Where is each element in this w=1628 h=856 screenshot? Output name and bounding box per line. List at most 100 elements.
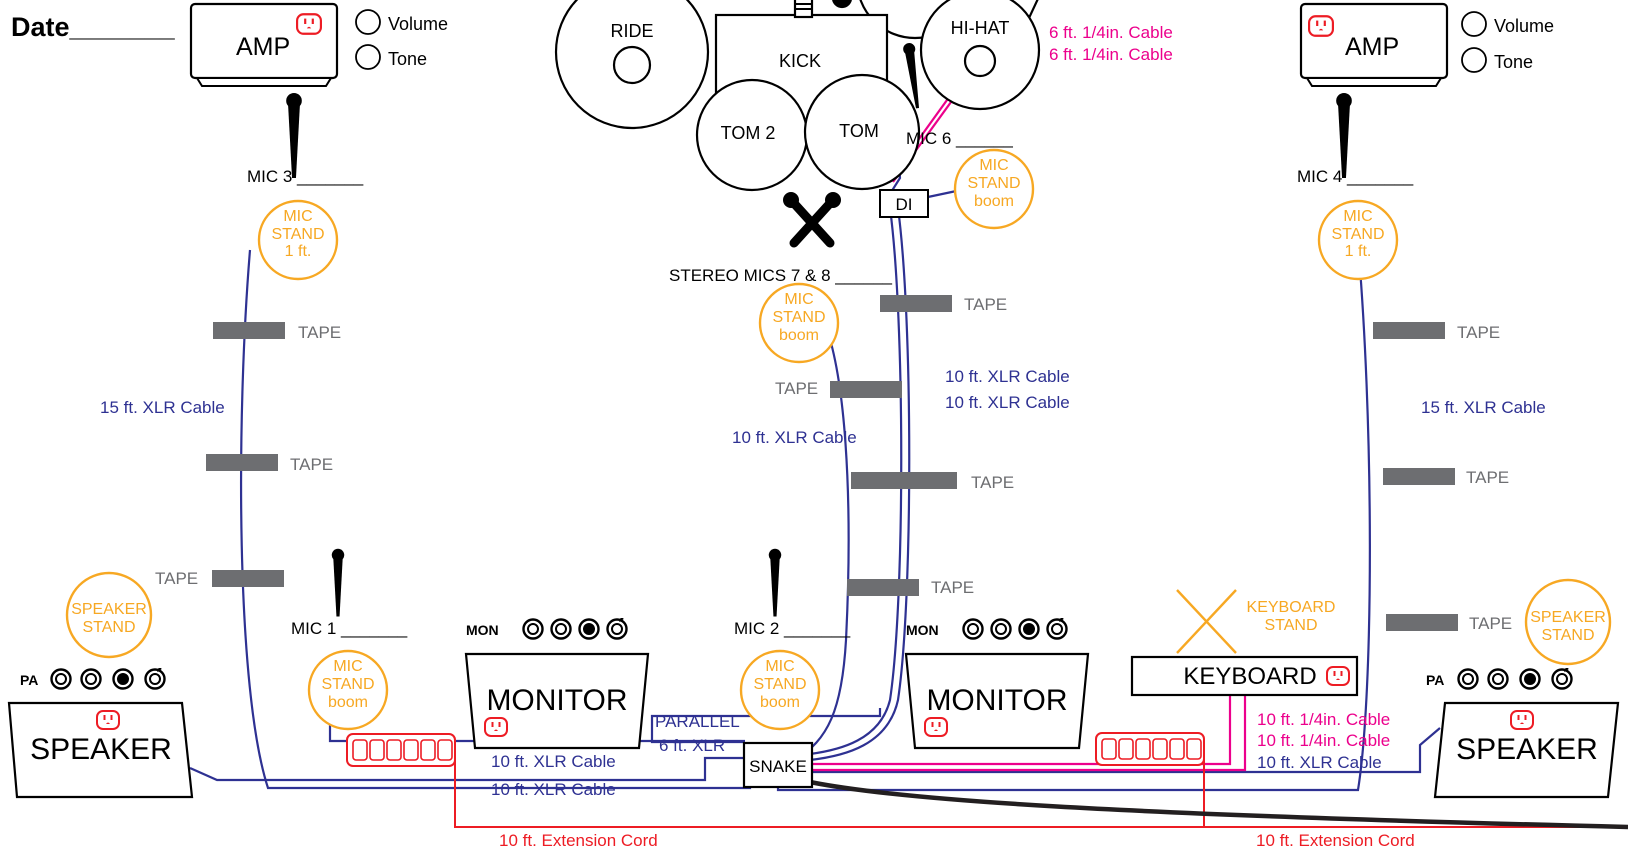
drum-kit	[554, 0, 1053, 192]
tape-label: TAPE	[290, 455, 333, 474]
stand-stand-text: STAND	[753, 676, 806, 693]
knob-icon	[1046, 618, 1068, 640]
knob-icon	[1519, 668, 1541, 690]
knob-icon	[990, 618, 1012, 640]
kick-label: KICK	[779, 51, 821, 71]
mic-3-label: MIC 3 _______	[247, 167, 364, 186]
stereo-mics-label: STEREO MICS 7 & 8 ______	[669, 266, 893, 285]
mic-4-label: MIC 4 _______	[1297, 167, 1414, 186]
knob-icon	[1551, 668, 1573, 690]
monitor-right-label: MONITOR	[926, 684, 1067, 717]
outlet-icon	[1510, 710, 1534, 730]
pa-knobs-right	[1457, 668, 1573, 690]
tape-label: TAPE	[1466, 468, 1509, 487]
cable-label-xlr-10: 10 ft. XLR Cable	[491, 752, 616, 771]
tape-label: TAPE	[155, 569, 198, 588]
stand-boom-text: boom	[760, 694, 800, 711]
pa-right-label: PA	[1426, 672, 1444, 688]
stand-boom-text: boom	[974, 193, 1014, 210]
mon-knobs-right	[962, 618, 1068, 640]
knob-icon	[1018, 618, 1040, 640]
amp-right-volume-label: Volume	[1494, 16, 1554, 36]
knob-icon	[50, 668, 72, 690]
keyboard-stand-icon	[1176, 589, 1237, 654]
mic-stand-stereo	[758, 282, 840, 364]
di-box	[879, 189, 929, 218]
amp-right	[1299, 2, 1487, 87]
tom-label: TOM	[839, 121, 879, 141]
cable-label-quarter-10: 10 ft. 1/4in. Cable	[1257, 731, 1390, 750]
pa-knobs-left	[50, 668, 166, 690]
stand-stand-text: STAND	[321, 676, 374, 693]
date-label: Date_______	[11, 12, 176, 42]
keyboard-stand-text: KEYBOARD	[1247, 599, 1336, 616]
amp-left-label: AMP	[236, 33, 290, 61]
outlet-icon	[484, 717, 508, 737]
stand-mic-text: MIC	[283, 208, 312, 225]
mic-1-icon	[331, 548, 345, 617]
volume-knob-icon	[1461, 11, 1487, 37]
knob-icon	[606, 618, 628, 640]
knob-icon	[1457, 668, 1479, 690]
amp-right-label: AMP	[1345, 33, 1399, 61]
mic-6-label: MIC 6 ______	[906, 129, 1013, 148]
amp-right-tone-label: Tone	[1494, 52, 1533, 72]
cable-label-quarter-6: 6 ft. 1/4in. Cable	[1049, 23, 1173, 42]
tone-knob-icon	[1461, 47, 1487, 73]
pa-left-label: PA	[20, 672, 38, 688]
mic-4-icon	[1336, 92, 1352, 179]
xlr-cables	[189, 119, 1441, 792]
tom-2-label: TOM 2	[721, 123, 776, 143]
mon-left-label: MON	[466, 622, 499, 638]
mic-3-icon	[286, 92, 302, 179]
mic-stand-mic4	[1317, 199, 1399, 281]
ride-label: RIDE	[610, 21, 653, 41]
monitor-left-label: MONITOR	[486, 684, 627, 717]
speaker-stand-stand-text: STAND	[1541, 627, 1594, 644]
mic-stand-mic2	[739, 649, 821, 731]
power-strip-left	[346, 733, 456, 767]
speaker-stand-text: SPEAKER	[1530, 609, 1606, 626]
mon-right-label: MON	[906, 622, 939, 638]
keyboard-label: KEYBOARD	[1183, 663, 1316, 690]
stand-stand-text: STAND	[772, 309, 825, 326]
cable-label-xlr-10: 10 ft. XLR Cable	[945, 393, 1070, 412]
speaker-right	[1433, 701, 1620, 799]
stand-boom-text: boom	[328, 694, 368, 711]
speaker-stand-right	[1524, 578, 1612, 666]
knob-icon	[80, 668, 102, 690]
knob-icon	[112, 668, 134, 690]
hi-hat-label: HI-HAT	[951, 18, 1010, 38]
snake-box	[742, 741, 814, 789]
stand-boom-text: boom	[779, 327, 819, 344]
mon-knobs-left	[522, 618, 628, 640]
mic-stand-mic3	[257, 199, 339, 281]
stand-stand-text: STAND	[271, 226, 324, 243]
cable-label-xlr-10: 10 ft. XLR Cable	[732, 428, 857, 447]
cable-label-quarter-6: 6 ft. 1/4in. Cable	[1049, 45, 1173, 64]
speaker-stand-text: SPEAKER	[71, 601, 147, 618]
amp-left-volume-label: Volume	[388, 14, 448, 34]
stand-mic-text: MIC	[333, 658, 362, 675]
tom	[803, 73, 921, 191]
tape-label: TAPE	[775, 379, 818, 398]
cable-label-quarter-10: 10 ft. 1/4in. Cable	[1257, 710, 1390, 729]
knob-icon	[144, 668, 166, 690]
speaker-stand-left	[65, 571, 153, 659]
tape-strips	[206, 295, 1458, 631]
stand-size-text: 1 ft.	[1345, 243, 1372, 260]
mic-1-label: MIC 1 _______	[291, 619, 408, 638]
outlet-icon	[924, 717, 948, 737]
speaker-stand-stand-text: STAND	[82, 619, 135, 636]
knob-icon	[962, 618, 984, 640]
knob-icon	[550, 618, 572, 640]
stereo-mics-icon	[783, 192, 841, 248]
cable-label-extension: 10 ft. Extension Cord	[499, 831, 658, 850]
tape-label: TAPE	[931, 578, 974, 597]
mic-stand-mic6	[953, 148, 1035, 230]
knob-icon	[578, 618, 600, 640]
tape-label: TAPE	[1469, 614, 1512, 633]
speaker-right-label: SPEAKER	[1456, 733, 1598, 766]
